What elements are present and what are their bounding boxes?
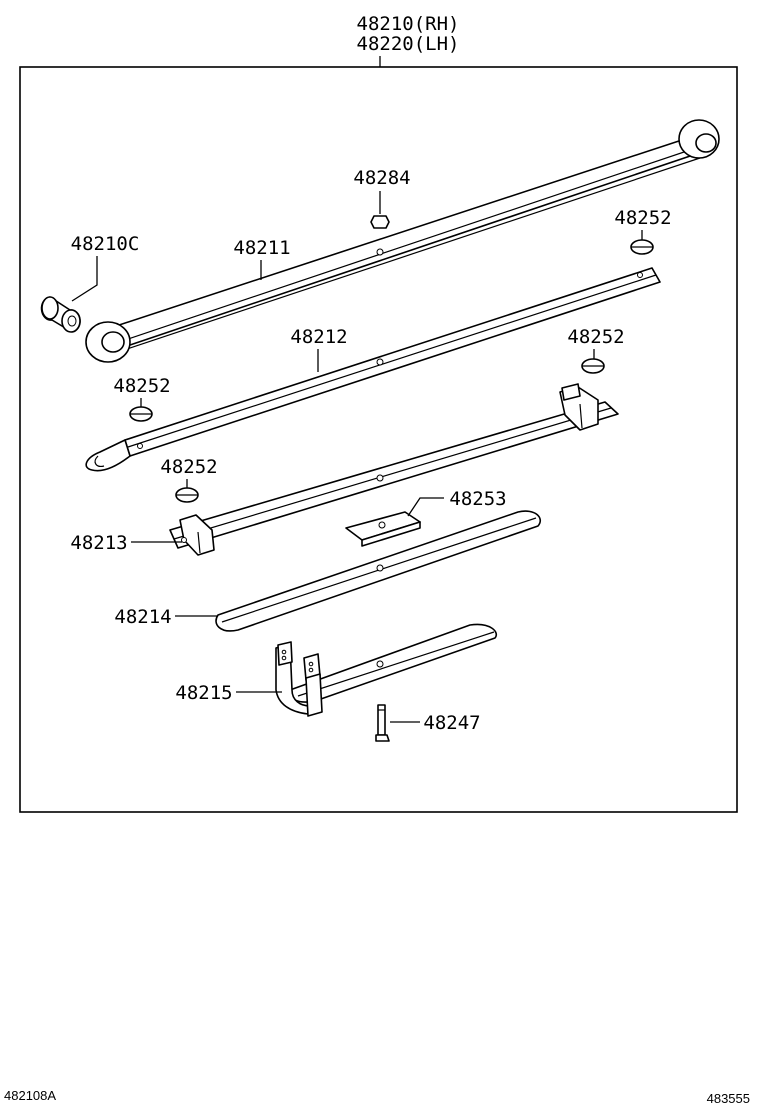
pad-48252-left-lower <box>175 487 199 503</box>
label-48252-left-lower: 48252 <box>160 456 217 478</box>
label-48214: 48214 <box>114 606 171 628</box>
spacer-48253 <box>345 511 421 547</box>
label-48215: 48215 <box>175 682 232 704</box>
label-48253: 48253 <box>449 488 506 510</box>
fifth-leaf-48215 <box>275 623 497 717</box>
center-bolt-48247 <box>375 704 390 742</box>
label-48212: 48212 <box>290 326 347 348</box>
leader-48253 <box>407 497 444 517</box>
label-48213: 48213 <box>70 532 127 554</box>
bushing-48210c <box>40 296 81 333</box>
assembly-frame <box>19 66 738 813</box>
assembly-label-lh: 48220(LH) <box>357 33 460 55</box>
label-48252-mid-right: 48252 <box>567 326 624 348</box>
leader-48210c <box>71 256 98 302</box>
label-48211: 48211 <box>233 237 290 259</box>
footer-left-code: 482108A <box>4 1088 56 1103</box>
pad-48252-upper-right <box>630 239 654 255</box>
main-leaf-48211 <box>85 119 720 363</box>
label-48284: 48284 <box>353 167 410 189</box>
label-48252-upper-right: 48252 <box>614 207 671 229</box>
footer-right-code: 483555 <box>707 1091 750 1106</box>
pad-48252-left-upper <box>129 406 153 422</box>
pad-48252-mid-right <box>581 358 605 374</box>
label-48247: 48247 <box>423 712 480 734</box>
fourth-leaf-48214 <box>215 510 542 632</box>
assembly-label-rh: 48210(RH) <box>357 13 460 35</box>
label-48252-left-upper: 48252 <box>113 375 170 397</box>
second-leaf-48212 <box>85 267 661 472</box>
nut-48284 <box>370 215 390 229</box>
label-48210c: 48210C <box>71 233 140 255</box>
